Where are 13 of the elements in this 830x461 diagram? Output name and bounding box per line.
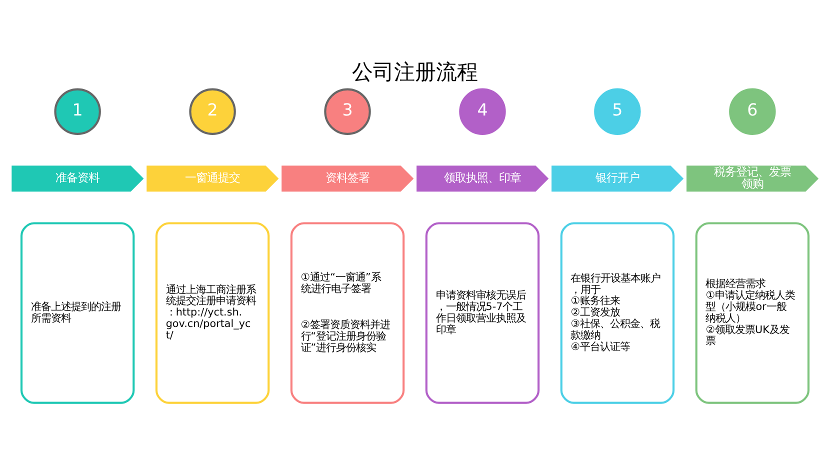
diagram-title: 公司注册流程 <box>352 60 478 84</box>
node-circle: 2 <box>189 88 236 135</box>
node-circle: 4 <box>459 88 506 135</box>
node-box: 通过上海工商注册系统提交注册申请资料：http://yct.sh.gov.cn/portal_yct/ <box>155 222 270 404</box>
node-circle: 5 <box>594 88 641 135</box>
node-box: ①通过“一窗通”系统进行电子签署 ②签署资质资料并进行“登记注册身份验证”进行身份核实 <box>290 222 405 404</box>
node-circle: 6 <box>729 88 776 135</box>
node-box: 申请资料审核无误后，一般情况5-7个工作日领取营业执照及印章 <box>425 222 540 404</box>
node-box: 准备上述提到的注册所需资料 <box>20 222 135 404</box>
node-box: 在银行开设基本账户，用于 ①账务往来 ②工资发放 ③社保、公积金、税款缴纳 ④平台认证等 <box>560 222 675 404</box>
node-circle: 1 <box>54 88 101 135</box>
node-circle: 3 <box>324 88 371 135</box>
node-box: 根据经营需求 ①申请认定纳税人类型（小规模or一般纳税人） ②领取发票UK及发票 <box>695 222 810 404</box>
